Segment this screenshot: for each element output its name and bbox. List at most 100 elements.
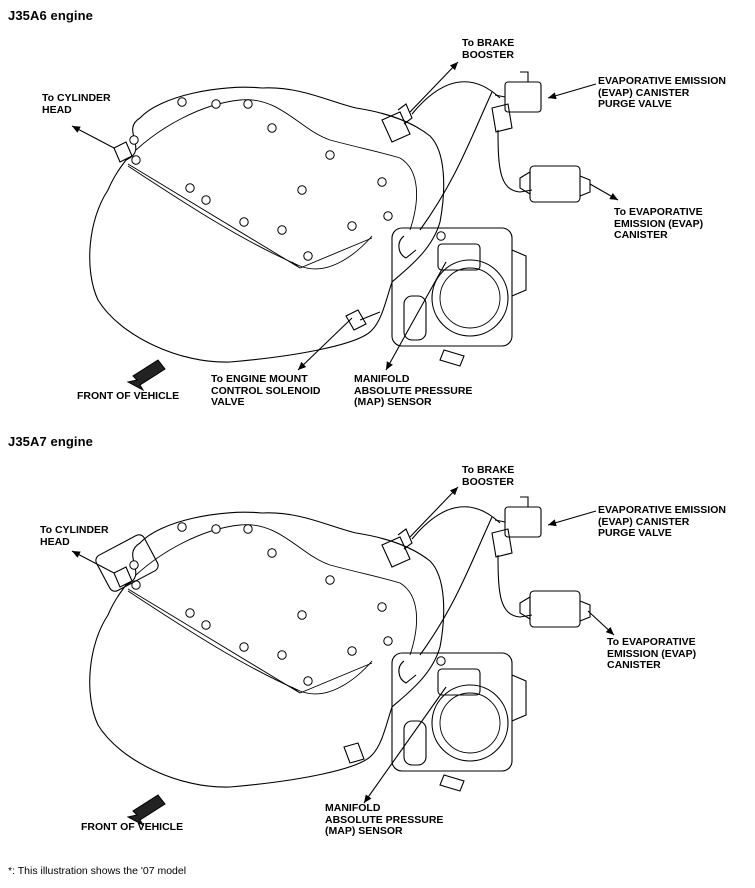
bolt-icon <box>129 135 139 145</box>
bolt-icon <box>325 575 335 585</box>
canister-ports <box>519 171 591 197</box>
hose-booster <box>411 506 501 540</box>
throttle-body <box>391 652 513 772</box>
arrow-map-sensor <box>385 261 447 371</box>
bolt-icon <box>201 195 211 205</box>
map-sensor-icon <box>437 668 481 696</box>
bolt-icon <box>267 123 277 133</box>
bolt-icon <box>211 99 221 109</box>
label-to-engine-mount-solenoid: To ENGINE MOUNT CONTROL SOLENOID VALVE <box>211 373 321 408</box>
throttle-bore <box>431 259 509 337</box>
throttle-side-port <box>511 249 527 297</box>
bolt-icon <box>303 676 313 686</box>
bolt-icon <box>277 650 287 660</box>
evap-purge-valve-icon <box>504 506 542 538</box>
arrow-brake-booster-head <box>449 62 458 71</box>
bolt-icon <box>177 522 187 532</box>
bolt-icon <box>297 185 307 195</box>
mount-solenoid-fitting <box>345 309 381 331</box>
cylinder-head-fitting <box>113 566 133 588</box>
throttle-bore-inner <box>439 267 501 329</box>
bolt-icon <box>267 548 277 558</box>
arrow-cylinder-head-head <box>72 126 81 133</box>
arrow-purge-valve <box>547 83 597 99</box>
label-evap-purge-valve: EVAPORATIVE EMISSION (EVAP) CANISTER PUR… <box>598 504 726 539</box>
label-to-evap-canister: To EVAPORATIVE EMISSION (EVAP) CANISTER <box>614 206 704 241</box>
intake-manifold-outline <box>89 86 445 363</box>
label-map-sensor: MANIFOLD ABSOLUTE PRESSURE (MAP) SENSOR <box>354 373 473 408</box>
throttle-fitting <box>439 774 465 792</box>
throttle-bore-inner <box>439 692 501 754</box>
bolt-icon <box>383 636 393 646</box>
bolt-icon <box>211 524 221 534</box>
arrow-map-sensor-head <box>386 361 393 370</box>
label-to-cylinder-head: To CYLINDER HEAD <box>40 524 109 548</box>
canister-ports <box>519 596 591 622</box>
bolt-icon <box>377 602 387 612</box>
purge-valve-body <box>491 71 529 133</box>
bolt-icon <box>383 211 393 221</box>
throttle-fitting <box>439 349 465 367</box>
cylinder-head-block <box>95 534 159 592</box>
gasket-line <box>127 590 373 695</box>
throttle-actuator <box>403 295 427 341</box>
bolt-icon <box>239 642 249 652</box>
map-sensor-icon <box>437 243 481 271</box>
gasket-line <box>127 165 373 270</box>
engine-diagram-j35a7 <box>71 486 615 827</box>
evap-purge-valve-icon <box>504 81 542 113</box>
bolt-icon <box>377 177 387 187</box>
bolt-icon <box>185 183 195 193</box>
hose-purge-manifold <box>419 516 493 656</box>
bolt-icon <box>243 99 253 109</box>
bolt-icon <box>177 97 187 107</box>
bolt-icon <box>303 251 313 261</box>
intake-manifold-outline <box>89 511 445 788</box>
bolt-icon <box>325 150 335 160</box>
evap-canister-fitting-icon <box>529 590 581 628</box>
arrow-mount-solenoid-head <box>298 361 307 370</box>
brake-booster-fitting <box>381 103 413 143</box>
bolt-icon <box>185 608 195 618</box>
label-to-brake-booster: To BRAKE BOOSTER <box>462 37 515 61</box>
vacuum-nipple <box>398 660 417 684</box>
front-arrow-icon <box>126 794 166 827</box>
bolt-icon <box>297 610 307 620</box>
front-arrow-icon <box>126 359 166 392</box>
bolt-icon <box>347 221 357 231</box>
hose-purge-manifold <box>419 91 493 231</box>
label-front-of-vehicle: FRONT OF VEHICLE <box>77 390 180 402</box>
engine-diagram-j35a6 <box>71 61 619 392</box>
hose-canister <box>497 129 533 193</box>
arrow-purge-valve <box>547 510 597 526</box>
arrow-purge-valve-head <box>548 92 557 100</box>
arrow-brake-booster-head <box>449 487 458 496</box>
footnote: *: This illustration shows the '07 model <box>8 865 187 877</box>
arrow-map-sensor-head <box>364 794 372 803</box>
arrow-cylinder-head-head <box>72 551 81 558</box>
section-title-j35a6: J35A6 engine <box>8 8 94 23</box>
bolt-icon <box>347 646 357 656</box>
label-evap-purge-valve: EVAPORATIVE EMISSION (EVAP) CANISTER PUR… <box>598 75 726 110</box>
bolt-icon <box>243 524 253 534</box>
cylinder-head-fitting <box>113 141 133 163</box>
label-map-sensor: MANIFOLD ABSOLUTE PRESSURE (MAP) SENSOR <box>325 802 444 837</box>
throttle-body <box>391 227 513 347</box>
throttle-bore <box>431 684 509 762</box>
bolt-icon <box>239 217 249 227</box>
vacuum-nipple <box>398 235 417 259</box>
bolt-icon <box>277 225 287 235</box>
arrow-brake-booster <box>409 486 459 538</box>
hose-booster <box>411 81 501 115</box>
arrow-evap-canister-head <box>605 627 614 635</box>
brake-booster-fitting <box>381 528 413 568</box>
bolt-icon <box>436 231 446 241</box>
arrow-map-sensor <box>363 686 447 804</box>
arrow-purge-valve-head <box>548 519 557 527</box>
bolt-icon <box>129 560 139 570</box>
bolt-icon <box>436 656 446 666</box>
throttle-side-port <box>511 674 527 722</box>
bolt-icon <box>131 155 141 165</box>
arrow-evap-canister-head <box>609 192 618 200</box>
bolt-icon <box>201 620 211 630</box>
